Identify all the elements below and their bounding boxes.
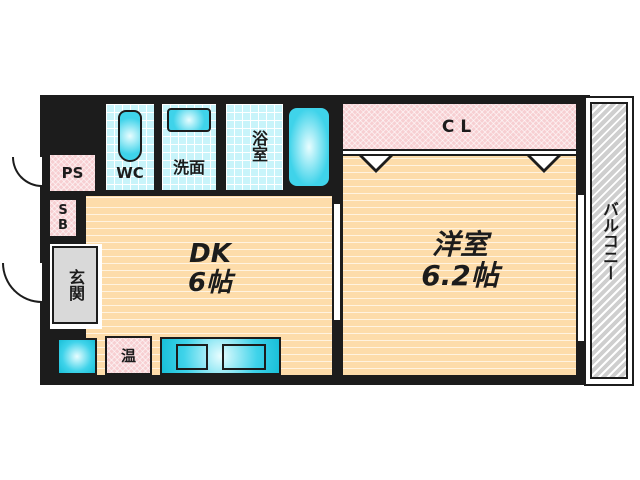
dk-size: 6帖 <box>187 267 233 298</box>
closet-label: CL <box>441 116 478 137</box>
sb-label: SB <box>55 203 71 233</box>
bathtub-icon <box>287 106 331 188</box>
entrance-label: 玄関 <box>66 269 85 301</box>
entrance: 玄関 <box>50 244 102 329</box>
corridor <box>86 196 332 204</box>
closet-door-rail <box>343 149 576 156</box>
wc-label: WC <box>116 164 144 182</box>
entrance-floor: 玄関 <box>52 246 98 324</box>
ps-label: PS <box>61 164 84 182</box>
toilet-icon <box>118 110 142 162</box>
ps-door-swing <box>12 157 42 187</box>
sliding-door-dk-western <box>332 202 342 322</box>
washbasin-icon <box>167 108 211 132</box>
closet: CL <box>343 104 576 149</box>
balcony-label: バルコニー <box>600 200 619 281</box>
entrance-door-swing <box>2 263 42 303</box>
closet-door-mark-left-inner <box>363 156 389 169</box>
ps-space: PS <box>50 155 95 191</box>
sb-space: SB <box>50 200 76 236</box>
closet-door-mark-right-inner <box>531 156 557 169</box>
western-room <box>343 155 576 375</box>
kitchen-counter <box>160 337 281 375</box>
bathroom: 浴室 <box>226 104 283 190</box>
western-room-label-block: 洋室 6.2帖 <box>400 228 520 292</box>
water-heater-label: 温 <box>120 347 136 365</box>
washroom: 洗面 <box>162 104 216 190</box>
water-heater: 温 <box>105 336 152 375</box>
washing-machine-icon <box>57 338 97 375</box>
wc-room: WC <box>106 104 154 190</box>
western-room-label: 洋室 <box>431 228 488 261</box>
dk-label: DK <box>189 239 231 269</box>
western-room-size: 6.2帖 <box>421 258 499 292</box>
bathroom-label: 浴室 <box>249 130 268 162</box>
sink-icon <box>222 344 266 370</box>
dk-room <box>86 200 332 375</box>
dk-label-block: DK 6帖 <box>160 240 260 297</box>
balcony: バルコニー <box>590 102 628 379</box>
stove-icon <box>176 344 208 370</box>
washroom-label: 洗面 <box>172 158 205 177</box>
